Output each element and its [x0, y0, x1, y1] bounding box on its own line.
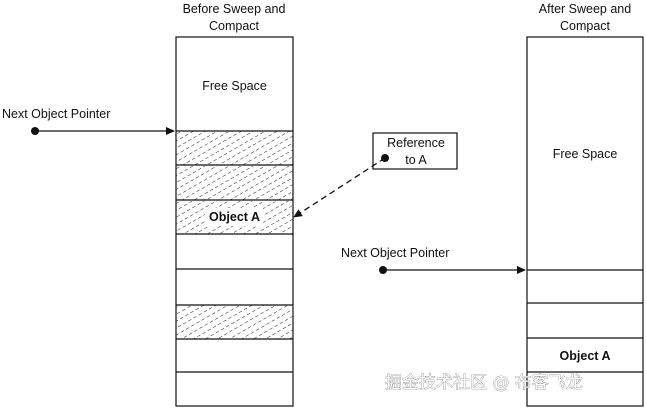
before-free-space-label: Free Space [202, 79, 267, 93]
after-title-line2: Compact [560, 19, 611, 33]
after-object-a-label: Object A [560, 349, 611, 363]
before-object-block-3 [176, 305, 293, 339]
before-next-pointer-label: Next Object Pointer [2, 107, 110, 121]
before-object-a-label: Object A [209, 210, 260, 224]
reference-label-line2: to A [405, 153, 427, 167]
reference-box [372, 132, 458, 170]
reference-label-line1: Reference [387, 136, 445, 150]
before-title-line2: Compact [209, 19, 260, 33]
after-free-space-label: Free Space [553, 147, 618, 161]
before-object-block-1 [176, 131, 293, 165]
after-next-pointer-label: Next Object Pointer [341, 246, 449, 260]
watermark-text: 掘金技术社区 @ 布客飞龙 [385, 373, 583, 393]
before-title-line1: Before Sweep and [183, 2, 286, 16]
after-title-line1: After Sweep and [539, 2, 631, 16]
before-heap: Free Space Object A [175, 36, 294, 407]
reference-dashed-arrow [293, 157, 386, 218]
after-heap: Free Space Object A [526, 36, 644, 407]
after-heap-outline [526, 36, 644, 407]
before-object-block-2 [176, 166, 293, 200]
object-a-label-plate [205, 208, 263, 226]
